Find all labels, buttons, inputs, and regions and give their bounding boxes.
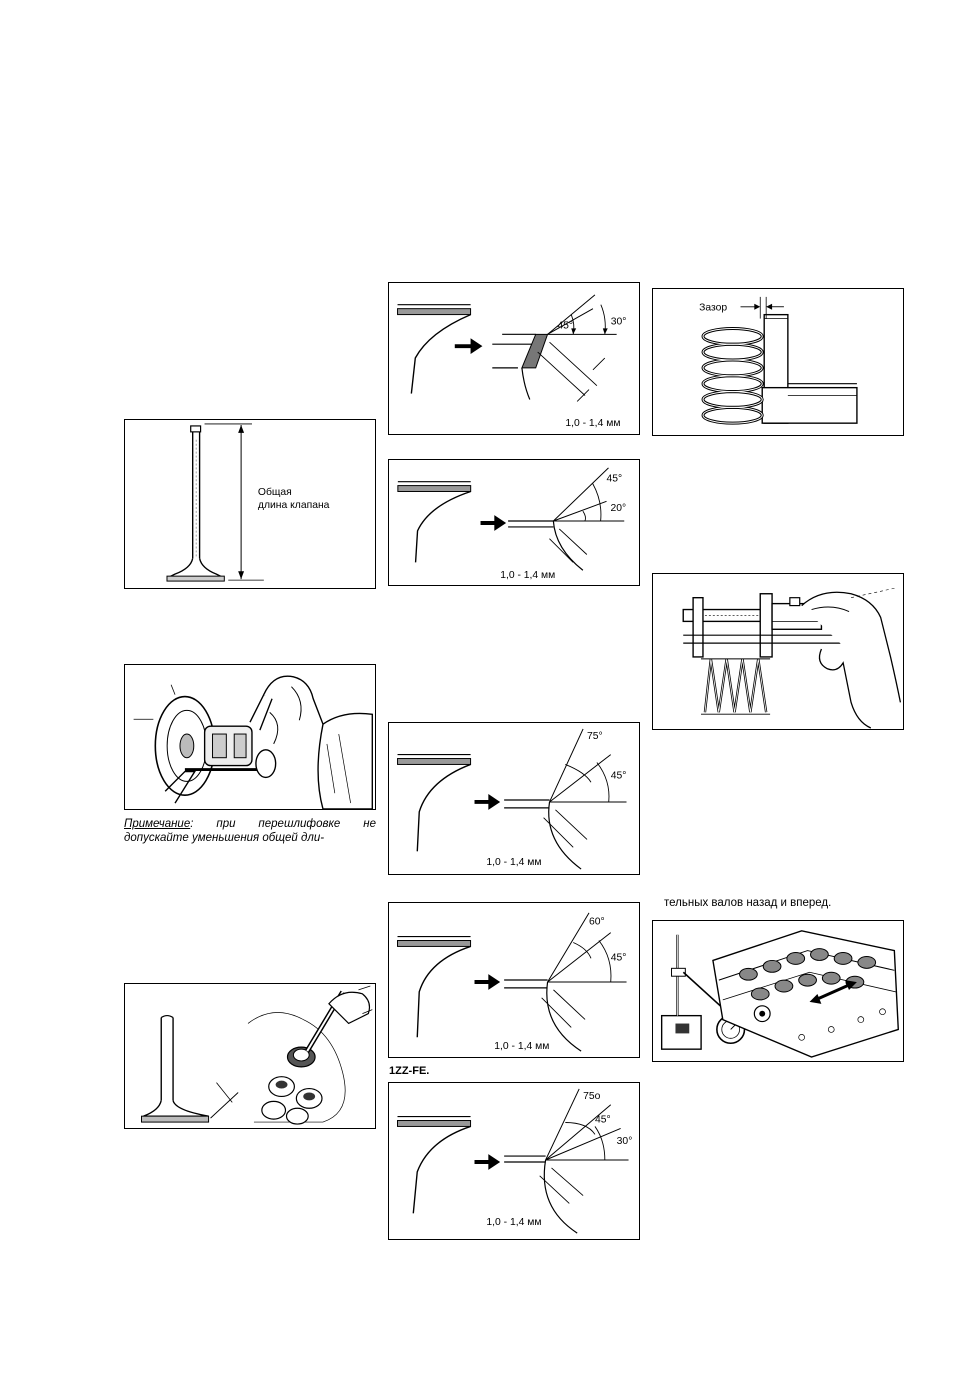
note-title: Примечание [124,818,190,830]
seat-cut-30-45-75-angle-b: 45° [595,1114,611,1125]
valve-length-label-1: Общая [258,486,292,498]
seat-cut-30-45-angle-a: 45° [557,320,573,331]
camshaft-thrust-drawing [653,921,903,1061]
engine-code-label: 1ZZ-FE. [389,1064,429,1078]
spring-gap-label: Зазор [699,303,727,314]
seat-cut-30-45-drawing: 45° 30° 1,0 - 1,4 мм [389,283,639,434]
seat-cut-45-75-angle-a: 75° [587,731,603,742]
seat-cut-30-45-figure: 45° 30° 1,0 - 1,4 мм [388,282,640,435]
seat-cut-20-45-dimension: 1,0 - 1,4 мм [500,570,555,581]
valve-grinding-figure [124,664,376,810]
seat-cut-20-45-figure: 45° 20° 1,0 - 1,4 мм [388,459,640,586]
seat-cut-30-45-75-angle-a: 75o [583,1091,601,1102]
seat-cut-30-45-angle-b: 30° [611,316,627,327]
seat-cut-45-75-drawing: 75° 45° 1,0 - 1,4 мм [389,723,639,874]
seat-cut-30-45-75-angle-c: 30° [617,1136,633,1147]
spring-caliper-drawing [653,574,903,729]
seat-cut-20-45-angle-b: 20° [610,503,626,514]
spring-caliper-figure [652,573,904,730]
seat-cut-30-45-75-drawing: 75o 45° 30° 1,0 - 1,4 мм [389,1083,639,1239]
valve-lapping-drawing [125,984,375,1128]
valve-length-label-2: длина клапана [258,500,330,511]
valve-grinding-drawing [125,665,375,809]
seat-cut-45-60-angle-b: 45° [611,952,627,963]
seat-cut-45-60-angle-a: 60° [589,917,605,928]
seat-cut-20-45-drawing: 45° 20° 1,0 - 1,4 мм [389,460,639,585]
valve-length-drawing: Общая длина клапана [125,420,375,588]
seat-cut-30-45-75-dimension: 1,0 - 1,4 мм [486,1217,541,1228]
spring-squareness-figure: Зазор [652,288,904,436]
seat-cut-45-75-angle-b: 45° [611,770,627,781]
spring-squareness-drawing: Зазор [653,289,903,435]
seat-cut-30-45-dimension: 1,0 - 1,4 мм [565,418,620,429]
seat-cut-30-45-75-figure: 75o 45° 30° 1,0 - 1,4 мм [388,1082,640,1240]
valve-lapping-figure [124,983,376,1129]
camshaft-caption: тельных валов назад и вперед. [664,896,831,910]
note-paragraph: Примечание: при перешлифовке не допускай… [124,817,376,845]
valve-length-figure: Общая длина клапана [124,419,376,589]
seat-cut-45-60-dimension: 1,0 - 1,4 мм [494,1041,549,1052]
seat-cut-45-60-figure: 60° 45° 1,0 - 1,4 мм [388,902,640,1058]
seat-cut-20-45-angle-a: 45° [607,474,623,485]
camshaft-thrust-figure [652,920,904,1062]
seat-cut-45-60-drawing: 60° 45° 1,0 - 1,4 мм [389,903,639,1057]
seat-cut-45-75-figure: 75° 45° 1,0 - 1,4 мм [388,722,640,875]
seat-cut-45-75-dimension: 1,0 - 1,4 мм [486,857,541,868]
